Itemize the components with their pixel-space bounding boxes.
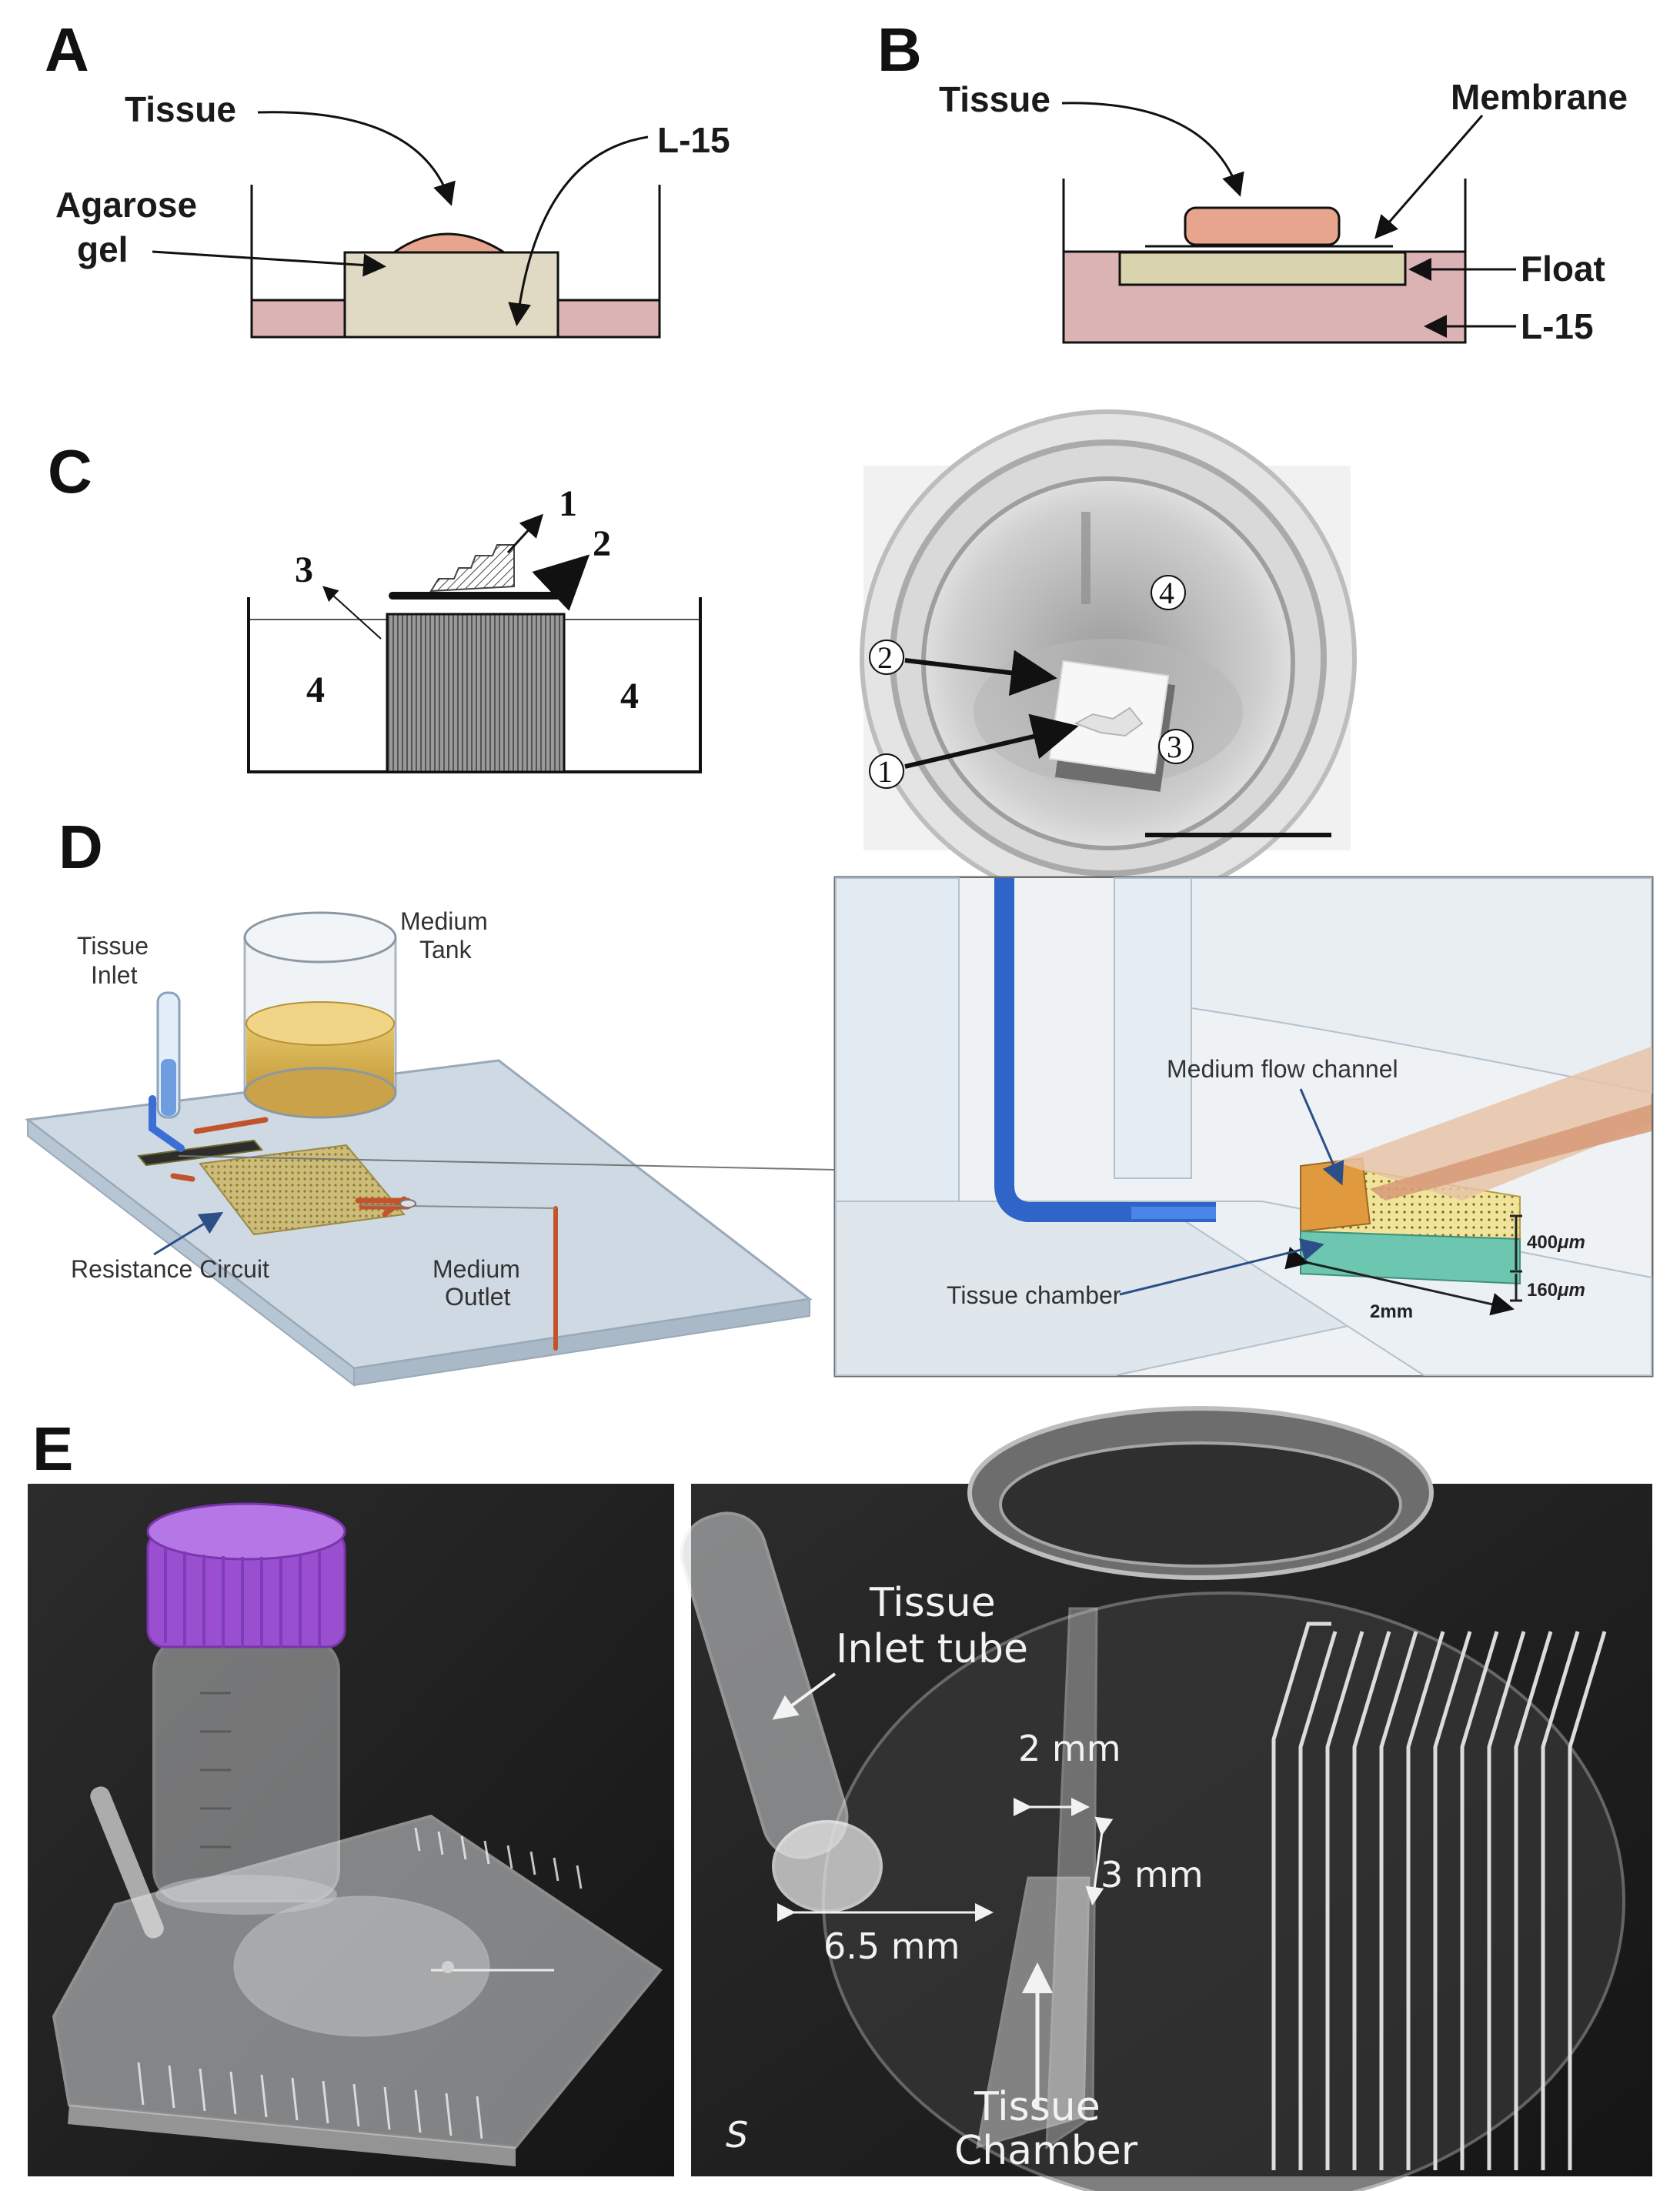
d-label-tissue-inlet-1: Tissue xyxy=(77,932,149,960)
d-label-tissue-chamber: Tissue chamber xyxy=(947,1281,1121,1309)
d-dim-160: 160μm xyxy=(1527,1280,1585,1301)
c-label-4-right: 4 xyxy=(620,676,639,716)
d-label-medium-tank-1: Medium xyxy=(400,907,488,935)
c-label-4-left: 4 xyxy=(306,670,325,710)
c-arrow-3 xyxy=(322,586,382,640)
b-float xyxy=(1118,251,1407,286)
panel-letter-a: A xyxy=(45,15,89,84)
e-label-inlet-tube-1: Tissue xyxy=(869,1580,996,1626)
panel-c: C 1 2 3 4 4 4 2 xyxy=(48,409,1357,907)
panel-letter-c: C xyxy=(48,437,92,506)
c-label-1: 1 xyxy=(559,483,577,524)
panel-letter-d: D xyxy=(58,813,103,881)
e-label-chamber-2: Chamber xyxy=(954,2128,1138,2174)
c-photo-label-4: 4 xyxy=(1159,576,1174,610)
c-tissue-slice xyxy=(429,544,515,593)
d-arrow-resistance xyxy=(153,1211,224,1256)
e-inlet-tube-left xyxy=(90,1786,164,1939)
e-photo-closeup: Tissue Inlet tube 2 mm 3 mm 6.5 mm Tissu… xyxy=(680,1406,1652,2191)
d-dim-400: 400μm xyxy=(1527,1232,1585,1253)
arrow-tissue xyxy=(257,111,456,206)
c-photo: 4 2 3 1 xyxy=(860,409,1357,907)
e-label-2mm: 2 mm xyxy=(1018,1728,1121,1769)
dish-walls xyxy=(250,185,661,339)
panel-letter-b: B xyxy=(877,15,922,84)
label-gel: gel xyxy=(77,229,128,269)
tissue-sample xyxy=(390,232,509,254)
c-photo-arrow-2 xyxy=(904,650,1057,696)
b-label-l15: L-15 xyxy=(1521,306,1594,346)
d-resistance-circuit-mesh xyxy=(199,1144,406,1236)
b-tissue xyxy=(1184,206,1341,246)
d-outlet-channel-red xyxy=(170,1117,411,1217)
panel-b: B Tissue Membrane Float L-15 xyxy=(877,15,1628,346)
arrow-gel xyxy=(152,250,386,277)
e-serpentine-right xyxy=(1271,1622,1607,2170)
c-arrow-1 xyxy=(506,513,544,554)
c-insert xyxy=(386,613,566,773)
d-label-tissue-inlet-2: Inlet xyxy=(91,961,138,989)
c-photo-arrow-1 xyxy=(904,713,1079,769)
e-chip-disc xyxy=(233,1895,490,2037)
e-corner-mark: S xyxy=(726,2114,748,2156)
c-label-3: 3 xyxy=(295,549,313,590)
e-photo-device xyxy=(28,1484,674,2176)
e-label-chamber-1: Tissue xyxy=(974,2084,1101,2130)
b-arrow-tissue xyxy=(1061,102,1244,197)
d-inlet-channel xyxy=(149,1095,185,1152)
arrow-l15 xyxy=(508,135,649,326)
e-cap-ridges xyxy=(164,1547,321,1648)
e-closeup-disc xyxy=(822,1591,1625,2191)
d-flow-channel xyxy=(137,1139,263,1167)
d-outlet-link xyxy=(361,1204,556,1209)
e-label-65mm: 6.5 mm xyxy=(823,1925,960,1967)
d-dim-2mm: 2mm xyxy=(1370,1301,1413,1322)
panel-a: A Tissue L-15 Agarose gel xyxy=(45,15,730,339)
panel-letter-e: E xyxy=(32,1414,73,1483)
c-photo-label-3: 3 xyxy=(1167,730,1182,764)
b-arrow-membrane xyxy=(1374,115,1484,239)
e-chamber-region xyxy=(976,1876,1090,2149)
c-arrow-2 xyxy=(532,554,590,611)
label-tissue: Tissue xyxy=(125,89,236,129)
panel-e: E xyxy=(28,1406,1652,2191)
d-label-medium-outlet-1: Medium xyxy=(433,1255,520,1283)
d-label-resistance-circuit: Resistance Circuit xyxy=(71,1255,269,1283)
e-ruler-ticks xyxy=(137,1827,583,2139)
d-arrow-flow-channel xyxy=(1299,1088,1344,1186)
e-tube-graduations xyxy=(200,1692,231,1849)
d-label-medium-flow-channel: Medium flow channel xyxy=(1167,1055,1398,1083)
e-label-inlet-tube-2: Inlet tube xyxy=(836,1626,1028,1672)
d-zoom-panel: 400μm 160μm 2mm Medium flow channel Tiss… xyxy=(833,876,1654,1378)
d-dim-2mm-line xyxy=(1284,1247,1515,1316)
label-l15: L-15 xyxy=(657,120,730,160)
e-medium-tube xyxy=(152,1638,340,1902)
e-dim-3mm-line xyxy=(1085,1816,1114,1905)
c-photo-label-1: 1 xyxy=(877,754,893,789)
d-label-medium-outlet-2: Outlet xyxy=(445,1283,510,1311)
c-photo-label-2: 2 xyxy=(877,640,893,675)
b-label-membrane: Membrane xyxy=(1451,77,1628,117)
d-zoom-tissue-layer xyxy=(1300,1230,1521,1285)
c-label-2: 2 xyxy=(593,523,611,564)
e-label-3mm: 3 mm xyxy=(1101,1854,1204,1895)
e-arrow-inlet-tube xyxy=(772,1672,837,1720)
panel-d: D Tissue Inlet Medium Tank Resistance Ci… xyxy=(25,813,1654,1388)
d-zoom-inlet-channel xyxy=(994,878,1216,1222)
label-agarose: Agarose xyxy=(55,185,197,225)
d-zoom-line xyxy=(178,1155,836,1171)
d-arrow-tissue-chamber xyxy=(1119,1238,1324,1296)
b-label-float: Float xyxy=(1521,249,1605,289)
d-chip-front xyxy=(353,1298,810,1387)
b-label-tissue: Tissue xyxy=(939,79,1050,119)
d-label-medium-tank-2: Tank xyxy=(419,936,473,964)
b-dish-walls xyxy=(1062,179,1467,344)
